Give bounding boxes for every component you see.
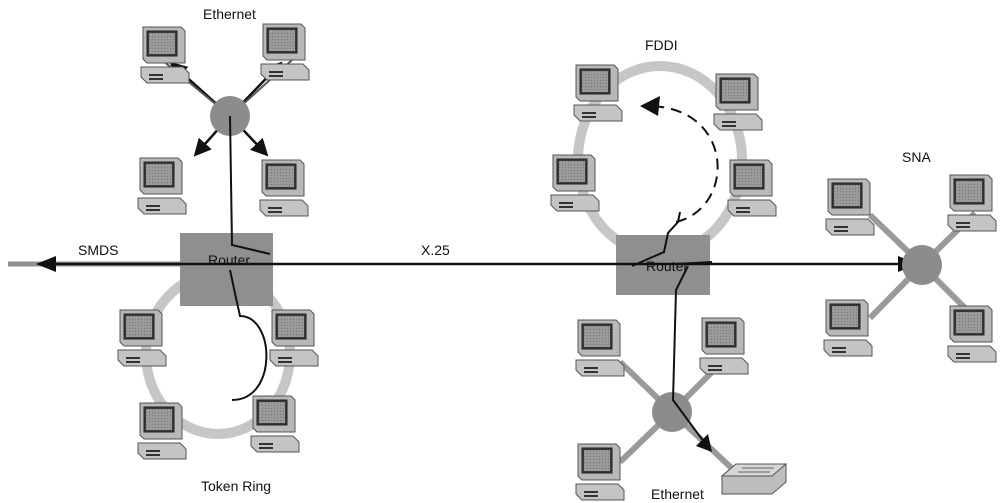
computer-icon xyxy=(259,159,309,217)
computer-icon xyxy=(137,402,187,460)
sna-hub xyxy=(902,245,942,285)
label-ethernet-bottom: Ethernet xyxy=(651,486,704,502)
label-token-ring: Token Ring xyxy=(201,478,271,494)
computer-icon xyxy=(117,309,167,367)
smds-arrowhead xyxy=(36,256,56,272)
computer-icon xyxy=(947,305,997,363)
computer-icon xyxy=(250,395,300,453)
ethernet-bottom-hub xyxy=(652,392,692,432)
label-sna: SNA xyxy=(902,149,931,165)
computer-icon xyxy=(573,64,623,122)
printer-arrowhead xyxy=(696,434,712,452)
computer-icon xyxy=(575,443,625,501)
fddi-dashed-arc xyxy=(651,105,719,223)
path-fddi-to-router xyxy=(631,211,681,267)
path-router-to-printer xyxy=(671,261,713,443)
computer-icon xyxy=(947,174,997,232)
computer-icon xyxy=(575,319,625,377)
label-fddi: FDDI xyxy=(645,37,678,53)
computer-icon xyxy=(699,317,749,375)
computer-icon xyxy=(140,26,190,84)
label-ethernet-top: Ethernet xyxy=(203,6,256,22)
computer-icon xyxy=(260,23,310,81)
path-router-to-token-ring xyxy=(229,269,268,401)
label-router-right: Router xyxy=(646,258,688,274)
computer-icon xyxy=(550,154,600,212)
router-left xyxy=(180,233,273,306)
fddi-arc-arrowhead xyxy=(640,96,660,116)
computer-icon xyxy=(823,299,873,357)
computer-icon xyxy=(137,157,187,215)
computer-icon xyxy=(727,159,777,217)
computer-icon xyxy=(825,178,875,236)
label-x25: X.25 xyxy=(421,242,450,258)
computer-icon xyxy=(269,309,319,367)
computer-icon xyxy=(713,73,763,131)
label-smds: SMDS xyxy=(78,242,118,258)
path-ethernet-top-to-router xyxy=(229,115,271,255)
label-router-left: Router xyxy=(208,252,250,268)
printer-icon xyxy=(720,463,788,495)
